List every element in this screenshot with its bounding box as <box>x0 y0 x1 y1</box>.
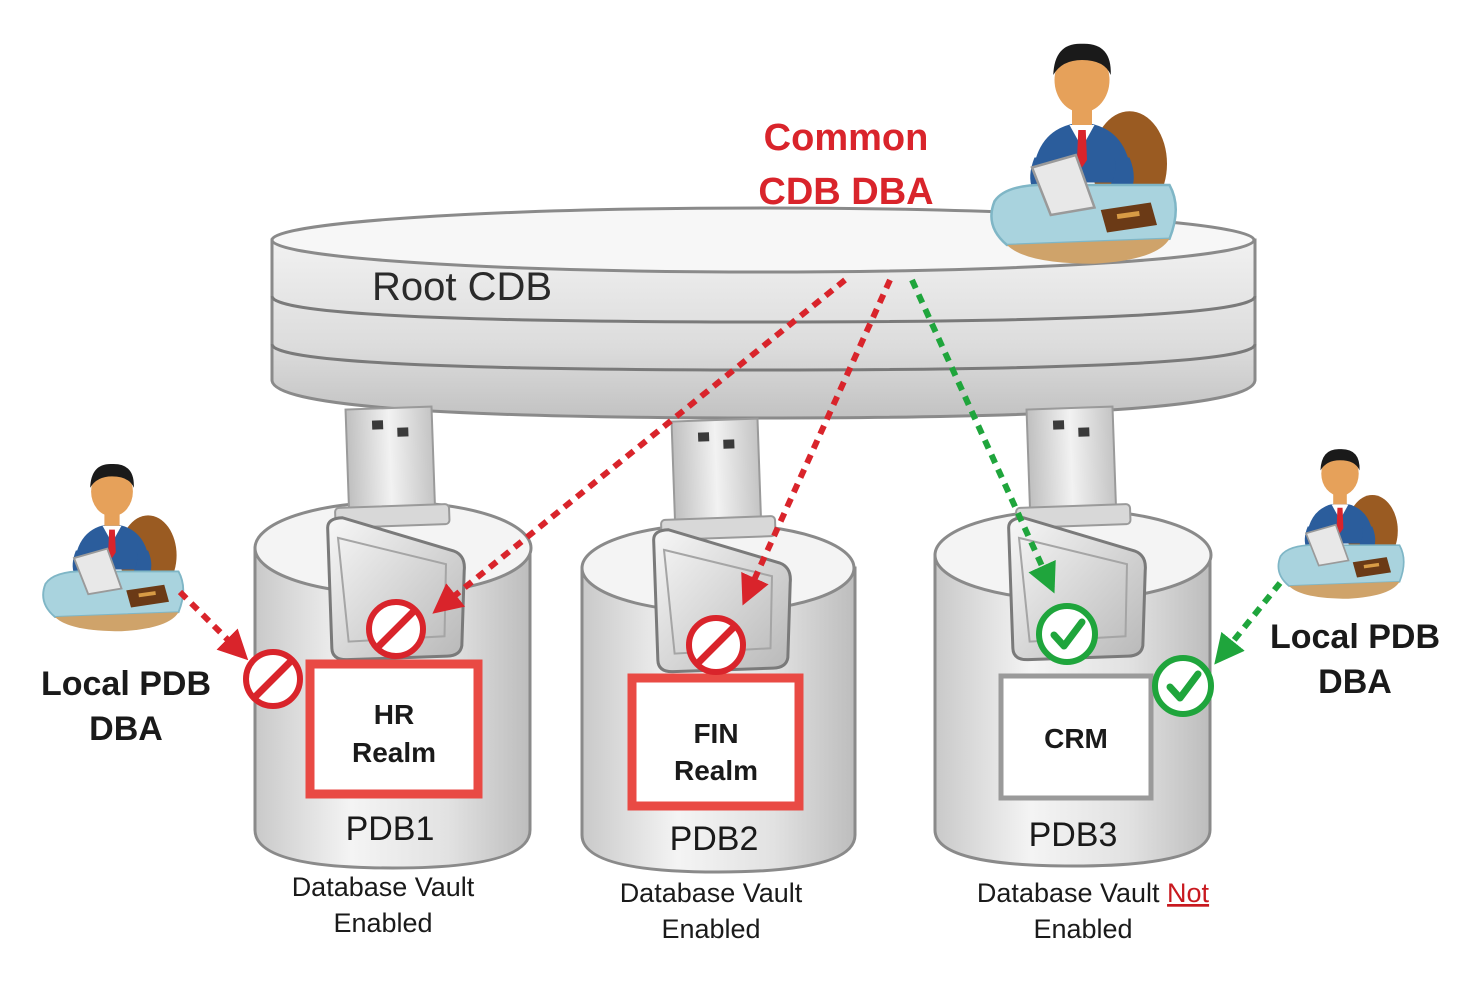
no-entry-icon <box>369 602 423 656</box>
pdb1-name: PDB1 <box>346 810 435 848</box>
hr-realm-box <box>305 659 483 799</box>
root-cdb-label: Root CDB <box>372 265 552 309</box>
common-dba-label-line1: Common <box>764 117 929 159</box>
root-cdb-platter <box>270 206 1257 420</box>
pdb1-status-line1: Database Vault <box>292 872 475 902</box>
common-dba-label-line2: CDB DBA <box>758 171 933 213</box>
pdb3-status-not: Not <box>1167 878 1210 908</box>
no-entry-icon <box>689 618 743 672</box>
local-dba-left-person-icon <box>42 463 185 633</box>
pdb3-name: PDB3 <box>1029 816 1118 854</box>
checkmark-icon <box>1039 606 1095 662</box>
pdb3-status-line1: Database Vault Not <box>977 878 1210 908</box>
arrow-common-to-pdb2 <box>741 278 893 606</box>
crm-label: CRM <box>1044 723 1108 754</box>
pdb2-status-line1: Database Vault <box>620 878 803 908</box>
arrow-common-to-pdb3 <box>909 278 1056 594</box>
fin-realm-line2: Realm <box>674 755 758 786</box>
hr-realm-line2: Realm <box>352 737 436 768</box>
arrow-local-left-to-pdb1 <box>177 589 249 661</box>
fin-realm-line1: FIN <box>693 718 738 749</box>
pdb2-name: PDB2 <box>670 820 759 858</box>
local-dba-right-person-icon <box>1277 448 1405 600</box>
local-dba-right-line2: DBA <box>1318 663 1392 701</box>
arrow-local-right-to-pdb3 <box>1214 581 1283 665</box>
pdb2-status-line2: Enabled <box>661 914 760 944</box>
crm-box <box>998 673 1154 801</box>
no-entry-icon <box>246 652 300 706</box>
local-dba-left-line2: DBA <box>89 710 163 748</box>
common-dba-person-icon <box>990 42 1177 265</box>
access-arrows <box>177 277 1283 665</box>
local-dba-right-line1: Local PDB <box>1270 618 1440 656</box>
local-dba-left-line1: Local PDB <box>41 665 211 703</box>
pdb3-status-line1-pre: Database Vault <box>977 878 1167 908</box>
pdb3-status-line2: Enabled <box>1033 914 1132 944</box>
checkmark-icon <box>1155 658 1211 714</box>
fin-realm-box <box>627 673 804 811</box>
pdb1-status-line2: Enabled <box>333 908 432 938</box>
hr-realm-line1: HR <box>374 699 414 730</box>
arrow-common-to-pdb1 <box>432 277 847 614</box>
